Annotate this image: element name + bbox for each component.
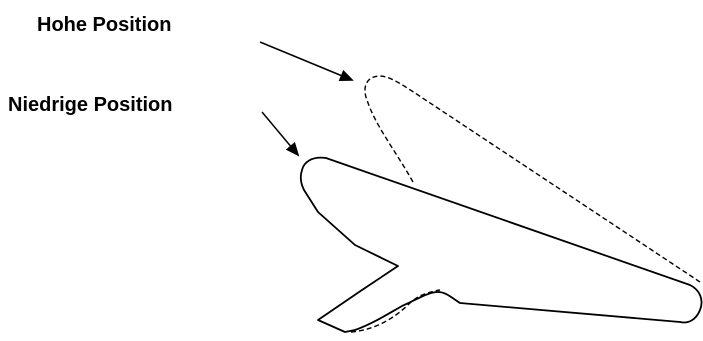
high-position-arrow (259, 41, 354, 81)
low-position-outline (299, 156, 703, 333)
high-position-outline (364, 75, 701, 283)
low-position-label: Niedrige Position (8, 94, 173, 116)
high-position-label: Hohe Position (37, 14, 172, 36)
low-position-arrow (261, 111, 300, 157)
